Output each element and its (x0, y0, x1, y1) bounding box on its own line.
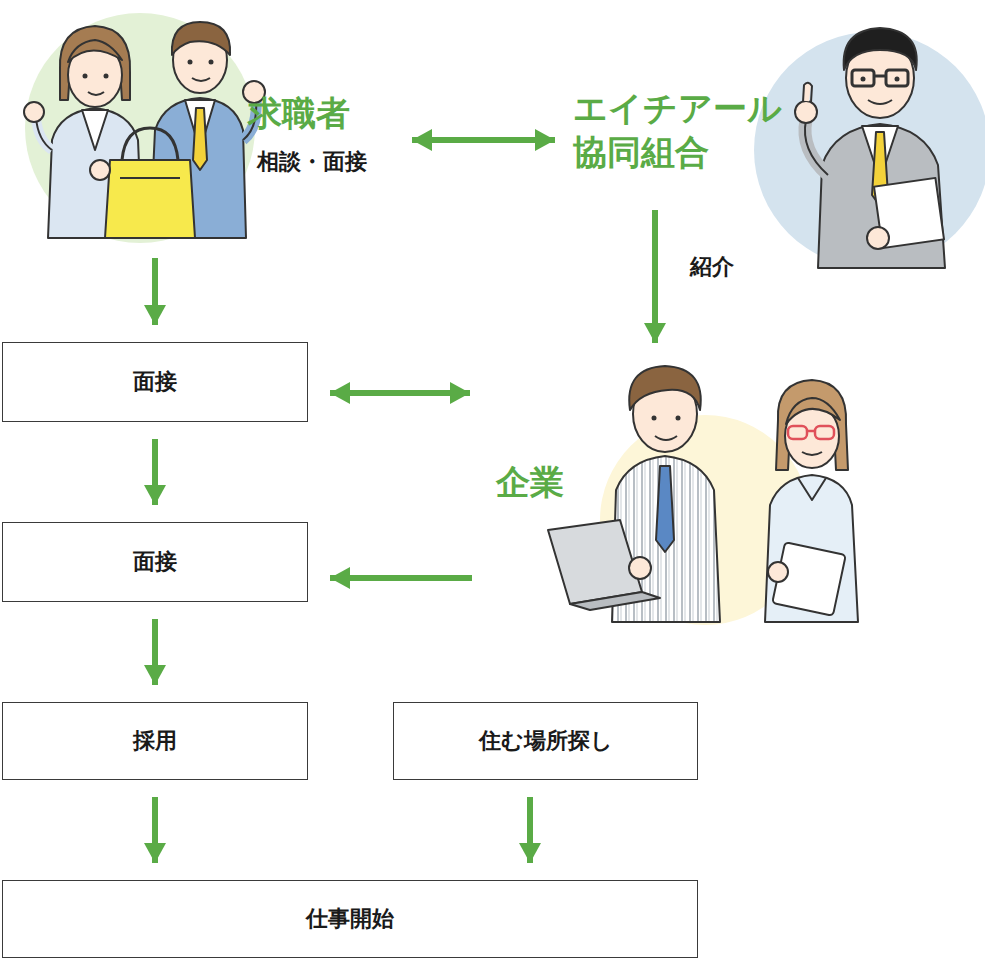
flow-arrow (152, 439, 158, 505)
figure-group: 企業 (478, 368, 875, 620)
cooperative-staff-figure (754, 28, 985, 268)
process-box: 仕事開始 (2, 880, 698, 958)
edge-label: 相談・面接 (255, 147, 369, 177)
process-box: 面接 (2, 342, 308, 422)
flow-arrow (152, 619, 158, 685)
process-box: 採用 (2, 702, 308, 780)
box-label: 面接 (133, 367, 177, 397)
flow-arrow (527, 797, 533, 863)
box-label: 面接 (133, 547, 177, 577)
group-heading: エイチアール 協同組合 (573, 86, 809, 174)
process-box: 面接 (2, 522, 308, 602)
box-label: 住む場所探し (479, 726, 613, 756)
figure-group: エイチアール 協同組合 (565, 20, 975, 200)
flow-arrow (652, 210, 658, 343)
company-staff-figure (548, 366, 858, 625)
process-box: 住む場所探し (393, 702, 698, 780)
flow-arrow (152, 258, 158, 325)
group-heading: 求職者 (248, 91, 408, 135)
flow-arrow (412, 137, 555, 143)
figure-group: 求職者 (10, 15, 400, 248)
edge-label: 紹介 (688, 252, 736, 282)
box-label: 仕事開始 (306, 904, 394, 934)
job-seeker-figure (24, 13, 265, 243)
flow-arrow (330, 390, 470, 396)
flow-arrow (152, 797, 158, 863)
group-heading: 企業 (496, 460, 586, 504)
box-label: 採用 (133, 726, 177, 756)
flow-arrow (330, 575, 472, 581)
